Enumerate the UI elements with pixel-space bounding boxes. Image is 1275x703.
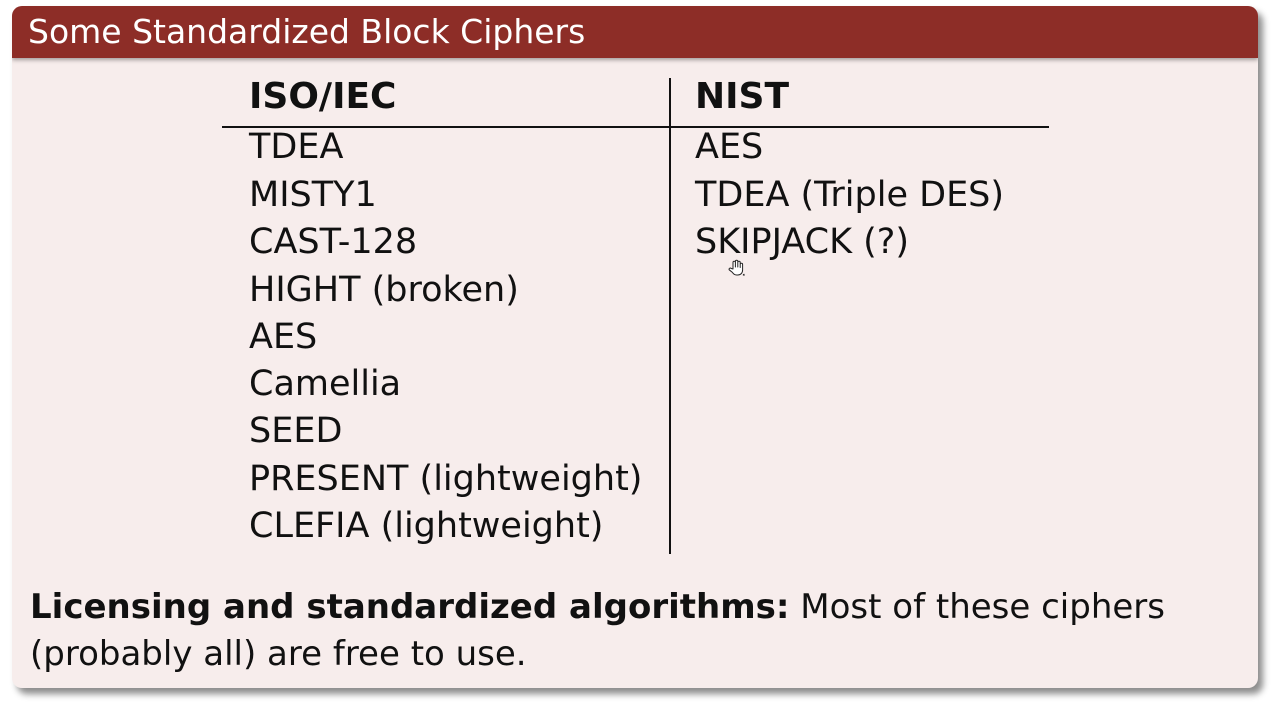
title-bar: Some Standardized Block Ciphers	[12, 6, 1258, 58]
table-header-rule	[222, 126, 1049, 128]
iso-cipher-item: AES	[249, 317, 318, 357]
iso-cipher-item: PRESENT (lightweight)	[249, 459, 643, 499]
iso-cipher-item: SEED	[249, 411, 343, 451]
slide: Some Standardized Block Ciphers ISO/IEC …	[12, 6, 1258, 688]
licensing-note-text: Most of these ciphers (probably all) are…	[30, 587, 1165, 674]
nist-cipher-item: SKIPJACK (?)	[695, 222, 910, 262]
iso-cipher-item: MISTY1	[249, 175, 377, 215]
column-header-iso-iec: ISO/IEC	[249, 76, 397, 117]
iso-cipher-item: CAST-128	[249, 222, 418, 262]
licensing-note-label: Licensing and standardized algorithms:	[30, 587, 790, 627]
iso-cipher-item: CLEFIA (lightweight)	[249, 506, 604, 546]
table-column-divider	[669, 78, 671, 554]
iso-cipher-item: TDEA	[249, 127, 344, 167]
column-header-nist: NIST	[695, 76, 790, 117]
iso-cipher-item: HIGHT (broken)	[249, 270, 519, 310]
slide-title: Some Standardized Block Ciphers	[28, 12, 586, 51]
nist-cipher-item: AES	[695, 127, 764, 167]
hand-pointer-icon	[728, 259, 745, 276]
iso-cipher-item: Camellia	[249, 364, 402, 404]
licensing-note: Licensing and standardized algorithms: M…	[30, 584, 1210, 678]
nist-cipher-item: TDEA (Triple DES)	[695, 175, 1005, 215]
